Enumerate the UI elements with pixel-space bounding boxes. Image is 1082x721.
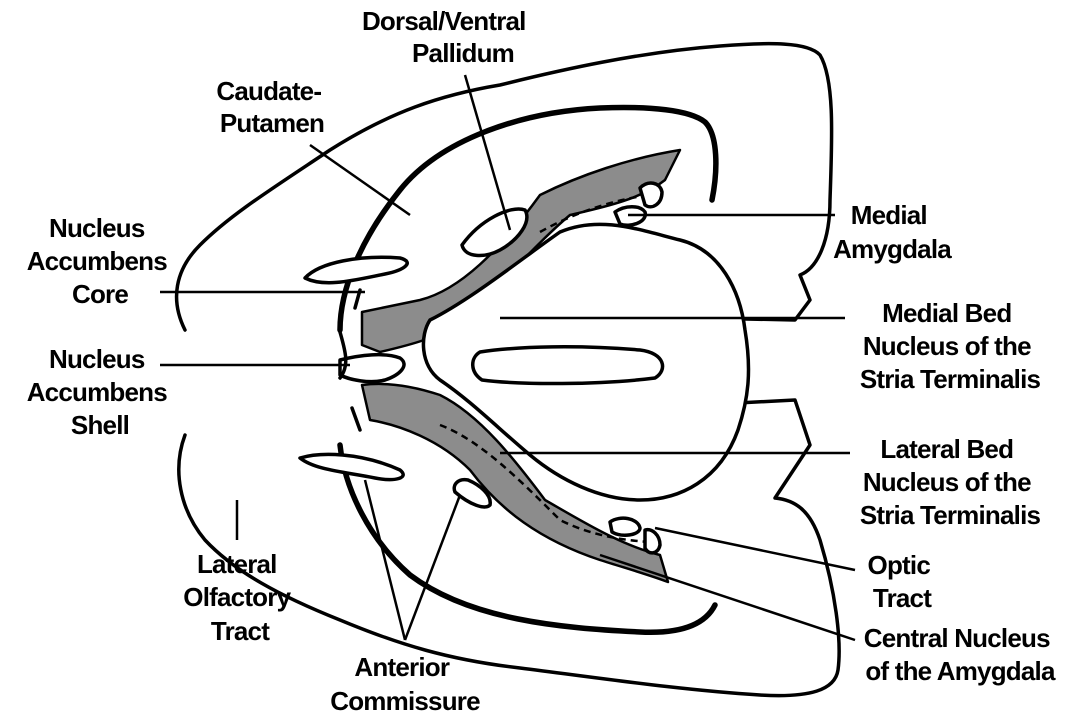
lower-left-tick bbox=[352, 408, 360, 430]
label-optic-tract: Optic Tract bbox=[868, 550, 937, 613]
lower-optic-nub bbox=[645, 530, 660, 553]
upper-accumbens-sliver bbox=[305, 257, 407, 282]
leader-anterior-commissure-a bbox=[365, 480, 405, 640]
leader-optic-tract bbox=[655, 528, 855, 570]
label-caudate-putamen: Caudate- Putamen bbox=[216, 76, 327, 138]
label-nucleus-accumbens-core: Nucleus Accumbens Core bbox=[27, 213, 174, 309]
label-dorsal-ventral-pallidum: Dorsal/Ventral Pallidum bbox=[362, 6, 532, 68]
leader-dorsal-pallidum bbox=[465, 75, 510, 230]
midline-tip bbox=[340, 355, 404, 382]
label-anterior-commissure: Anterior Commissure bbox=[330, 652, 480, 716]
lower-accumbens-sliver bbox=[300, 454, 403, 479]
lower-amygdala-nub bbox=[610, 518, 640, 535]
label-lateral-bed-nucleus: Lateral Bed Nucleus of the Stria Termina… bbox=[860, 434, 1041, 530]
label-nucleus-accumbens-shell: Nucleus Accumbens Shell bbox=[27, 344, 174, 440]
leader-anterior-commissure-b bbox=[405, 495, 460, 640]
label-central-nucleus-amygdala: Central Nucleus of the Amygdala bbox=[864, 623, 1056, 686]
leader-caudate-putamen bbox=[310, 145, 410, 215]
lower-hemisphere-outline bbox=[179, 400, 839, 696]
leader-central-nucleus bbox=[600, 555, 855, 640]
label-lateral-olfactory-tract: Lateral Olfactory Tract bbox=[183, 549, 296, 646]
label-medial-amygdala: Medial Amygdala bbox=[833, 200, 952, 264]
label-medial-bed-nucleus: Medial Bed Nucleus of the Stria Terminal… bbox=[860, 298, 1041, 394]
upper-optic-nub bbox=[640, 183, 662, 207]
ventricle bbox=[473, 347, 663, 384]
